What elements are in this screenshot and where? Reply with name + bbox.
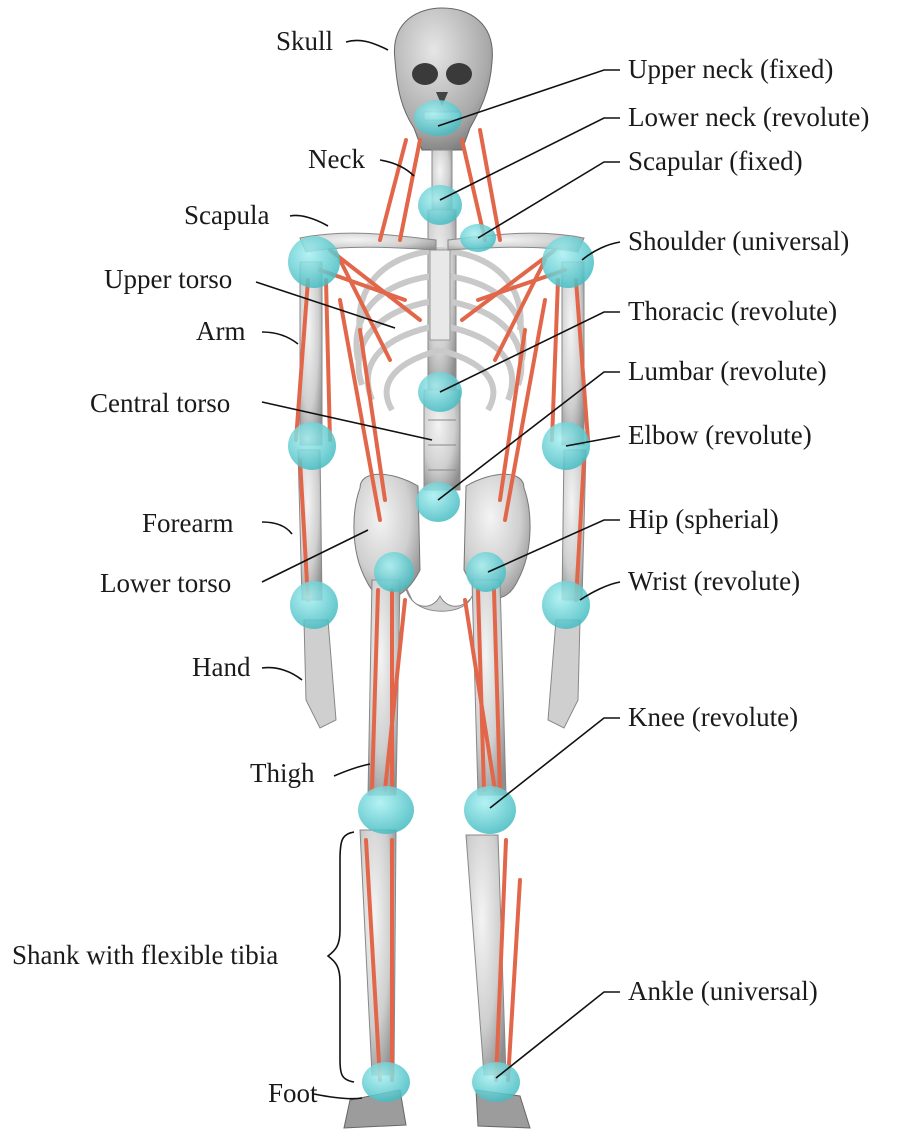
- label-neck: Neck: [308, 144, 365, 174]
- knee-joint-left: [358, 786, 414, 834]
- label-scapular: Scapular (fixed): [628, 146, 803, 176]
- label-elbow: Elbow (revolute): [628, 420, 812, 450]
- shoulder-joint-left: [288, 236, 340, 288]
- leader-lines-right: [438, 70, 620, 1078]
- hip-joint-right: [466, 552, 506, 592]
- sternum: [430, 250, 450, 340]
- label-arm: Arm: [196, 316, 246, 346]
- label-ankle: Ankle (universal): [628, 976, 818, 1006]
- label-hip: Hip (spherial): [628, 504, 779, 534]
- label-shank: Shank with flexible tibia: [12, 940, 278, 970]
- ankle-joint-left: [362, 1062, 410, 1102]
- label-lower-torso: Lower torso: [100, 568, 231, 598]
- label-foot: Foot: [268, 1078, 318, 1108]
- label-shoulder: Shoulder (universal): [628, 226, 849, 256]
- label-knee: Knee (revolute): [628, 702, 798, 732]
- elbow-joint-left: [288, 422, 336, 470]
- wrist-joint-right: [542, 581, 590, 629]
- label-upper-neck: Upper neck (fixed): [628, 54, 833, 84]
- shoulder-joint-right: [542, 236, 594, 288]
- upper-neck-joint: [414, 100, 462, 136]
- wrist-joint-left: [290, 581, 338, 629]
- label-skull: Skull: [276, 26, 333, 56]
- label-forearm: Forearm: [142, 508, 233, 538]
- label-wrist: Wrist (revolute): [628, 566, 800, 596]
- label-scapula: Scapula: [184, 200, 269, 230]
- ankle-joint-right: [472, 1062, 520, 1102]
- label-thigh: Thigh: [250, 758, 315, 788]
- label-hand: Hand: [192, 652, 250, 682]
- label-central-torso: Central torso: [90, 388, 230, 418]
- lower-neck-joint: [418, 185, 462, 225]
- label-upper-torso: Upper torso: [104, 264, 232, 294]
- hip-joint-left: [374, 552, 414, 592]
- label-thoracic: Thoracic (revolute): [628, 296, 837, 326]
- label-lower-neck: Lower neck (revolute): [628, 102, 869, 132]
- label-lumbar: Lumbar (revolute): [628, 356, 827, 386]
